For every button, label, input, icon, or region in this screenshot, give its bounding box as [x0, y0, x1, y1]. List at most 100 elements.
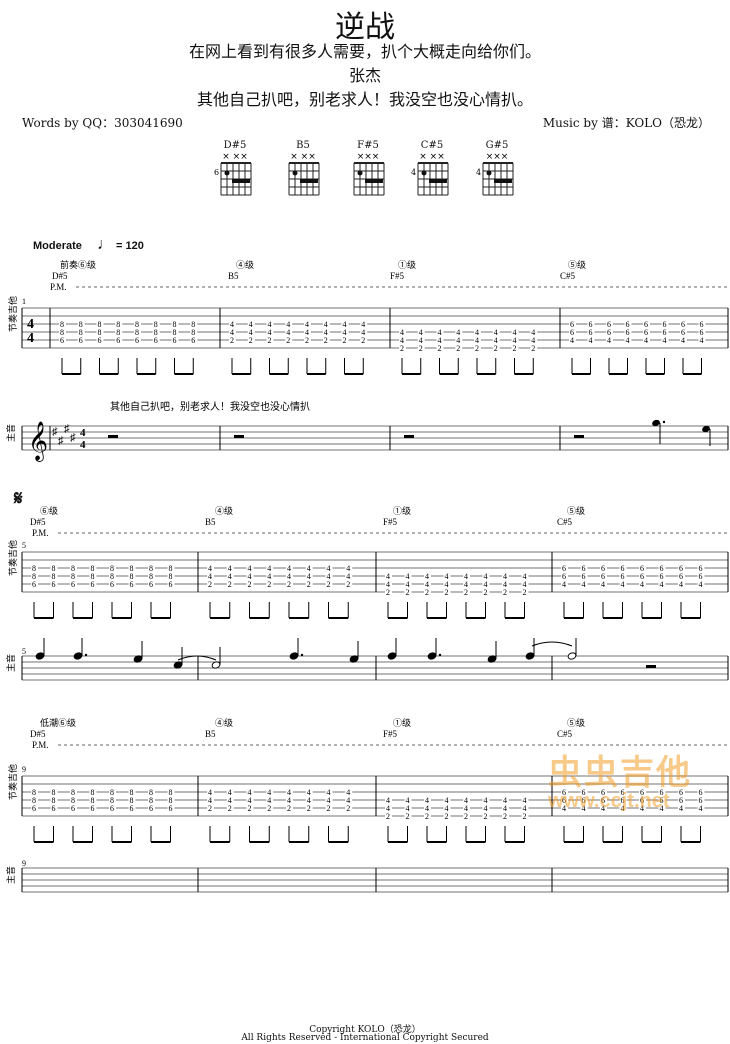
tab-fret-number: 4: [406, 580, 410, 589]
tab-note-bg: [77, 328, 85, 336]
tab-note-bg: [619, 580, 627, 588]
note-head: [387, 652, 397, 660]
tab-fret-number: 6: [110, 580, 114, 589]
tab-fret-number: 8: [60, 328, 64, 337]
sharp-sign: ♯: [52, 426, 58, 438]
tab-fret-number: 2: [425, 588, 429, 597]
tab-note-bg: [502, 804, 509, 812]
tab-note-bg: [167, 572, 175, 580]
note-head: [567, 652, 577, 660]
tab-fret-number: 8: [191, 320, 195, 329]
tab-fret-number: 4: [582, 580, 586, 589]
tab-fret-number: 4: [484, 796, 488, 805]
tab-fret-number: 4: [230, 320, 234, 329]
tab-note-bg: [226, 572, 234, 580]
tab-note-bg: [678, 804, 685, 812]
track-label-vocal: 主音: [5, 654, 16, 672]
chord-symbol: D#5: [52, 271, 68, 281]
tab-fret-number: 4: [626, 336, 630, 345]
tab-note-bg: [226, 580, 234, 588]
tab-note-bg: [167, 564, 175, 572]
half-rest: [108, 435, 118, 438]
tab-fret-number: 6: [32, 580, 36, 589]
half-rest: [646, 665, 656, 668]
tab-fret-number: 6: [626, 320, 630, 329]
tab-fret-number: 2: [386, 588, 390, 597]
tab-fret-number: 4: [386, 572, 390, 581]
chord-symbol: C#5: [557, 729, 573, 739]
tab-note-bg: [322, 328, 330, 336]
treble-clef: 𝄞: [28, 421, 48, 462]
tab-fret-number: 8: [169, 796, 173, 805]
tab-fret-number: 6: [621, 572, 625, 581]
tab-fret-number: 4: [531, 328, 535, 337]
tab-note-bg: [561, 788, 568, 796]
tab-note-bg: [171, 320, 179, 328]
tab-fret-number: 4: [208, 788, 212, 797]
tab-note-bg: [229, 328, 236, 336]
tab-note-bg: [436, 344, 444, 352]
tab-note-bg: [325, 564, 333, 572]
tab-fret-number: 6: [601, 572, 605, 581]
tab-note-bg: [322, 320, 330, 328]
track-label-rhythm: 节奏吉他: [7, 296, 18, 332]
tab-fret-number: 8: [91, 572, 95, 581]
tab-note-bg: [305, 580, 313, 588]
tab-fret-number: 8: [130, 788, 134, 797]
tab-fret-number: 4: [425, 580, 429, 589]
degree-label: 低潮⑥级: [40, 717, 76, 728]
note-head: [702, 425, 710, 433]
tab-note-bg: [246, 580, 254, 588]
tab-fret-number: 8: [130, 564, 134, 573]
tab-note-bg: [207, 788, 214, 796]
tab-fret-number: 4: [230, 328, 234, 337]
tab-fret-number: 2: [445, 812, 449, 821]
tab-note-bg: [89, 788, 97, 796]
tab-fret-number: 4: [464, 796, 468, 805]
chord-symbol: B5: [205, 729, 216, 739]
tab-note-bg: [109, 796, 116, 804]
degree-label: ④级: [215, 717, 233, 728]
tab-note-bg: [436, 336, 444, 344]
tab-fret-number: 6: [681, 328, 685, 337]
tab-fret-number: 6: [640, 788, 644, 797]
tab-note-bg: [286, 572, 293, 580]
tab-note-bg: [600, 572, 607, 580]
tab-fret-number: 6: [621, 564, 625, 573]
tab-fret-number: 4: [343, 328, 347, 337]
tab-fret-number: 2: [208, 804, 212, 813]
words-by: Words by QQ：303041690: [22, 116, 183, 130]
tab-fret-number: 4: [445, 580, 449, 589]
time-signature: 4: [27, 317, 34, 332]
tab-note-bg: [134, 328, 141, 336]
tab-fret-number: 6: [607, 328, 611, 337]
tab-fret-number: 2: [438, 344, 442, 353]
tab-note-bg: [697, 804, 705, 812]
tab-note-bg: [77, 336, 85, 344]
tab-fret-number: 6: [607, 320, 611, 329]
tab-note-bg: [580, 564, 588, 572]
tab-fret-number: 4: [456, 336, 460, 345]
tab-fret-number: 4: [406, 572, 410, 581]
degree-label: ④级: [236, 259, 254, 270]
tab-fret-number: 2: [287, 580, 291, 589]
tab-fret-number: 6: [644, 320, 648, 329]
tab-fret-number: 8: [149, 564, 153, 573]
tab-note-bg: [661, 336, 669, 344]
tab-fret-number: 4: [660, 804, 664, 813]
tab-note-bg: [50, 804, 58, 812]
tab-note-bg: [207, 564, 214, 572]
tab-fret-number: 8: [52, 796, 56, 805]
track-label-vocal: 主音: [5, 866, 16, 884]
tab-fret-number: 6: [644, 328, 648, 337]
tab-fret-number: 8: [154, 320, 158, 329]
tab-fret-number: 2: [531, 344, 535, 353]
segno-sign: 𝄋: [14, 486, 23, 510]
tab-note-bg: [443, 812, 451, 820]
tab-note-bg: [134, 320, 141, 328]
song-note: 其他自己扒吧，别老求人！我没空也没心情扒。: [196, 90, 533, 109]
tab-note-bg: [325, 796, 333, 804]
tab-fret-number: 2: [484, 588, 488, 597]
lyric-text: 其他自己扒吧，别老求人！我没空也没心情扒: [110, 400, 310, 413]
tab-fret-number: 4: [305, 320, 309, 329]
